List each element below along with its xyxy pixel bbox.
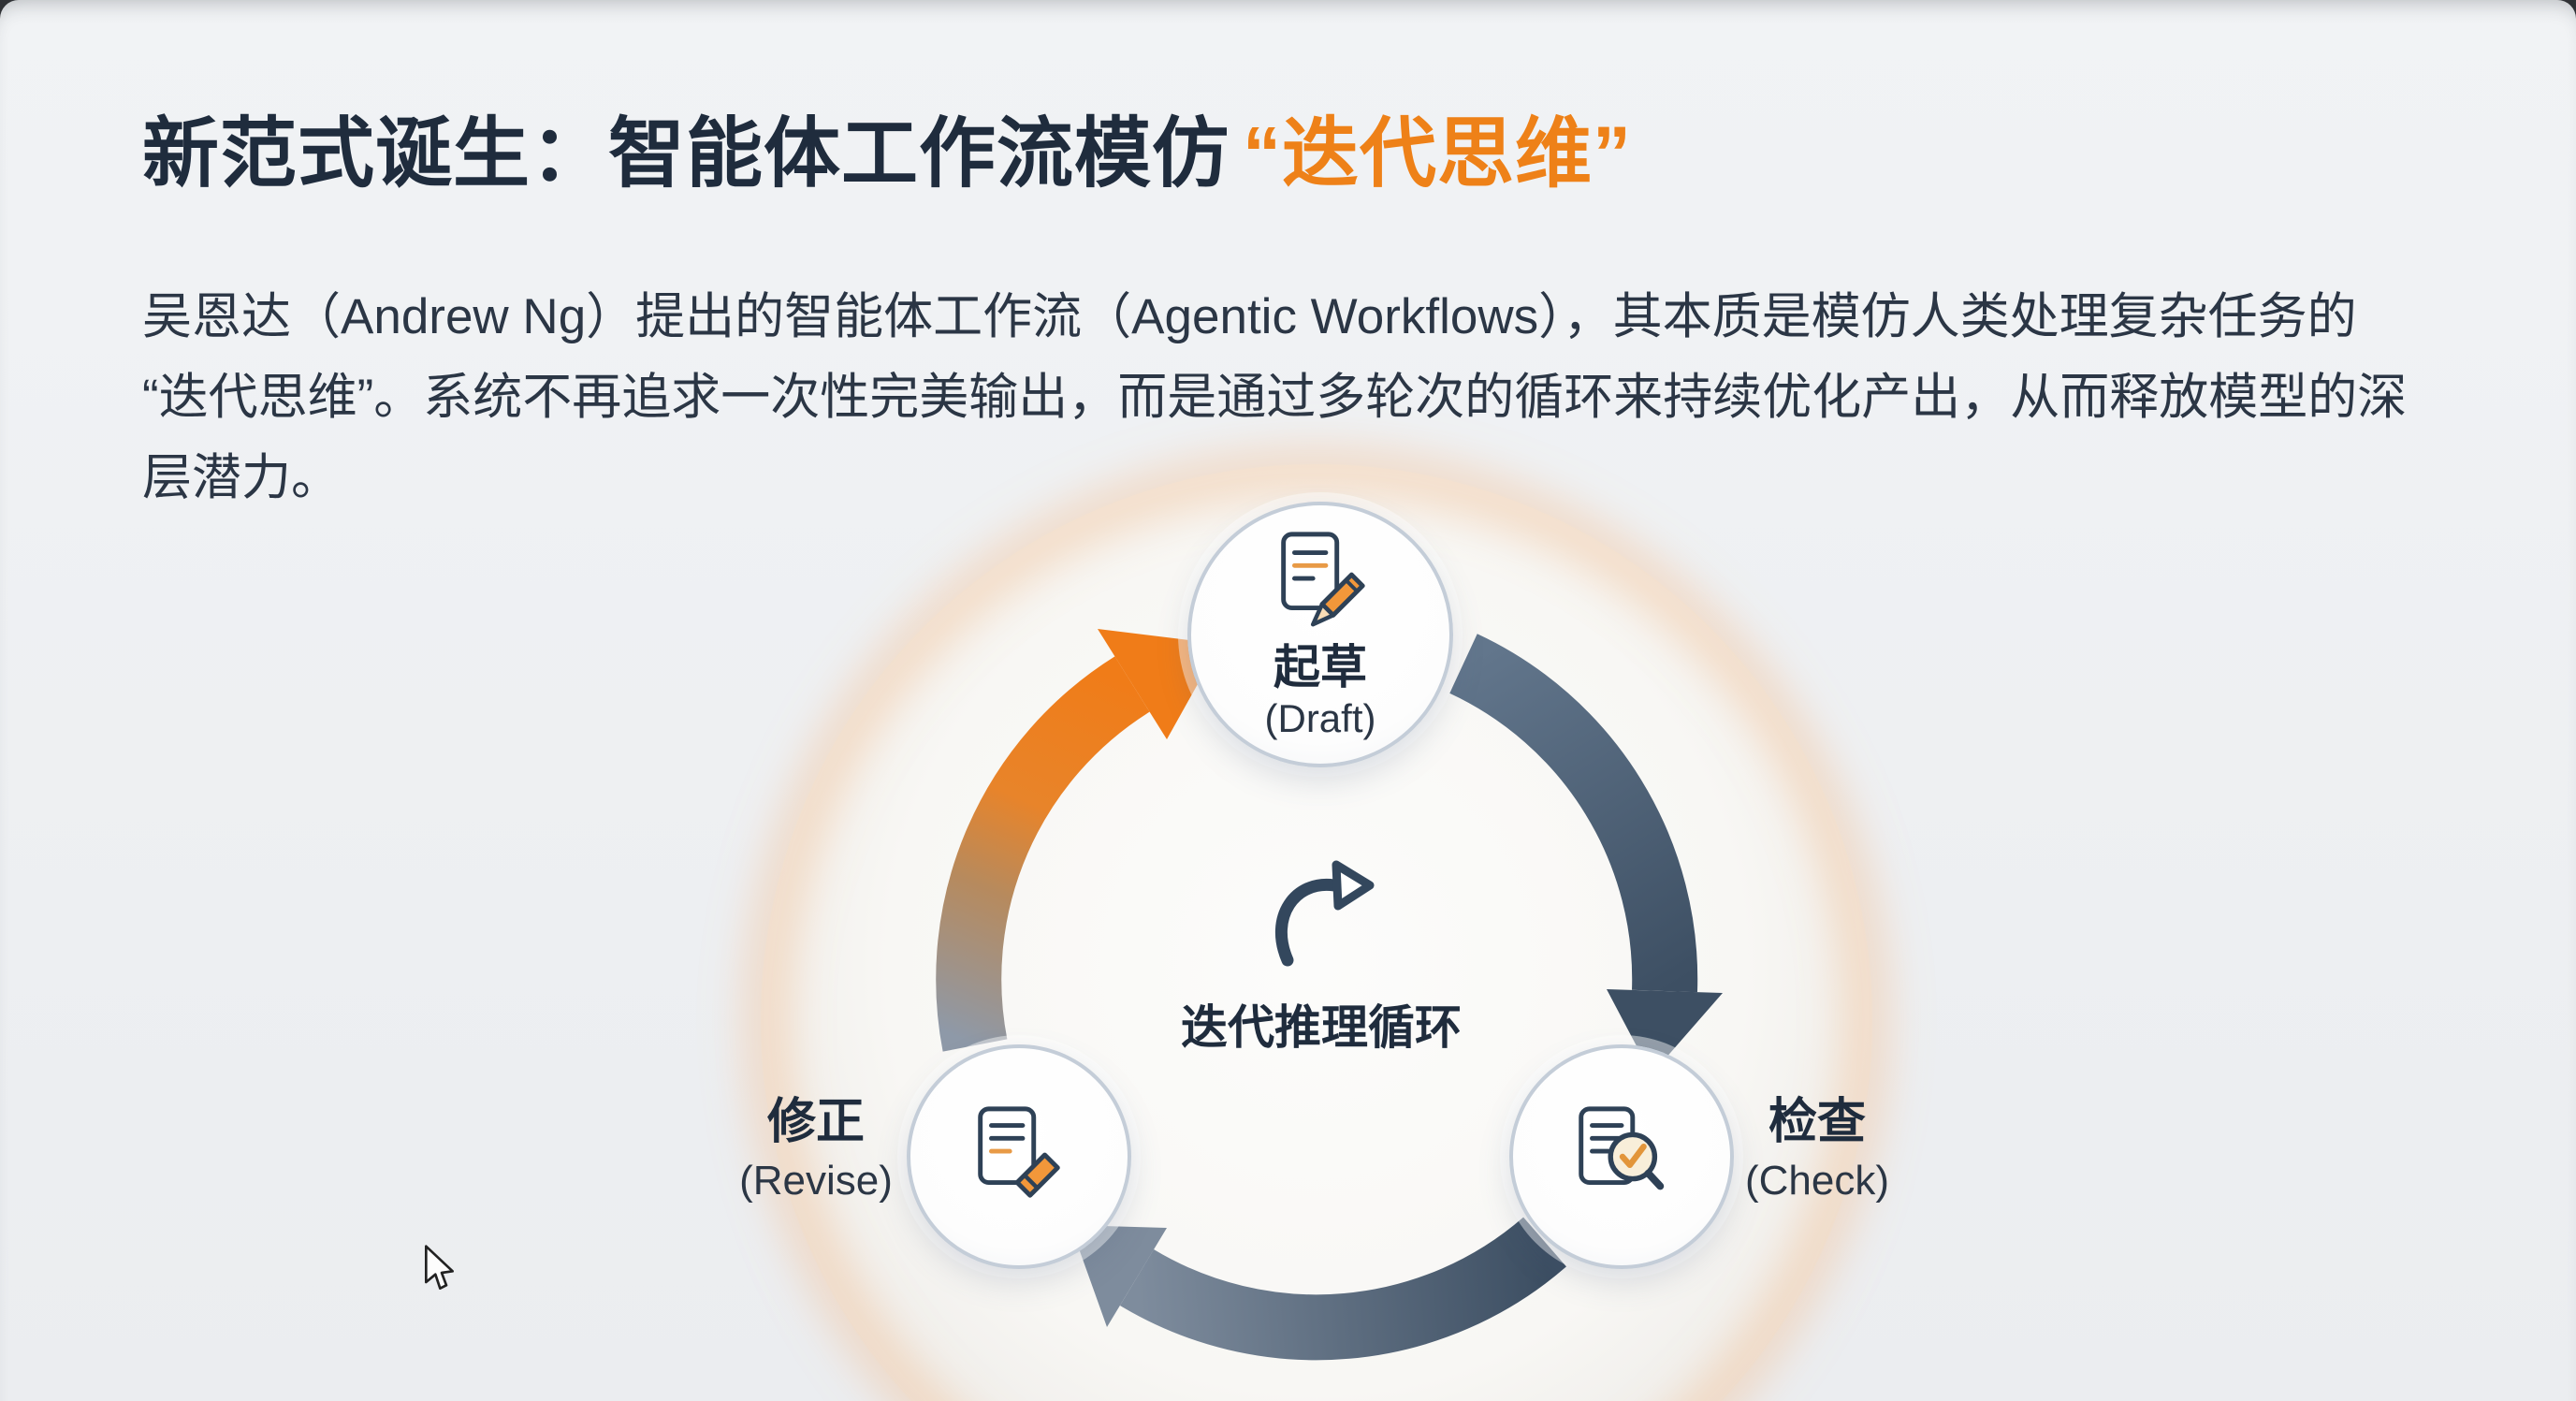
revise-label: 修正 (Revise)	[694, 1093, 938, 1206]
cycle-swoosh-arrow-icon	[1274, 860, 1375, 967]
node-draft-label-en: (Draft)	[1264, 695, 1376, 740]
document-eraser-icon	[978, 1106, 1060, 1198]
page-title: 新范式诞生：智能体工作流模仿“迭代思维”	[142, 111, 1633, 197]
intro-paragraph: 吴恩达（Andrew Ng）提出的智能体工作流（Agentic Workflow…	[142, 277, 2444, 518]
node-draft: 起草 (Draft)	[1187, 502, 1453, 767]
title-main: 新范式诞生：智能体工作流模仿	[142, 111, 1230, 197]
title-highlight: “迭代思维”	[1243, 111, 1633, 197]
node-check	[1509, 1044, 1734, 1269]
node-check-label-en: (Check)	[1744, 1158, 1890, 1204]
document-magnifier-check-icon	[1579, 1106, 1665, 1190]
document-pencil-icon	[1281, 532, 1365, 627]
paragraph-line-1: 吴恩达（Andrew Ng）提出的智能体工作流（Agentic Workflow…	[142, 289, 2357, 344]
cycle-center-label: 迭代推理循环	[1181, 1001, 1462, 1054]
check-label: 检查 (Check)	[1696, 1093, 1939, 1206]
arrow-draft-to-check	[1448, 634, 1723, 1074]
node-revise-label-zh: 修正	[766, 1095, 865, 1149]
node-draft-label-zh: 起草	[1273, 641, 1367, 694]
node-revise-label-en: (Revise)	[739, 1158, 893, 1204]
arrow-check-to-revise	[1070, 1217, 1566, 1361]
mouse-cursor	[425, 1245, 454, 1290]
paragraph-line-2: “迭代思维”。系统不再追求一次性完美输出，而是通过多轮次的循环来持续优化产出，从…	[142, 370, 2408, 505]
node-revise	[907, 1044, 1131, 1269]
node-check-label-zh: 检查	[1768, 1095, 1866, 1149]
